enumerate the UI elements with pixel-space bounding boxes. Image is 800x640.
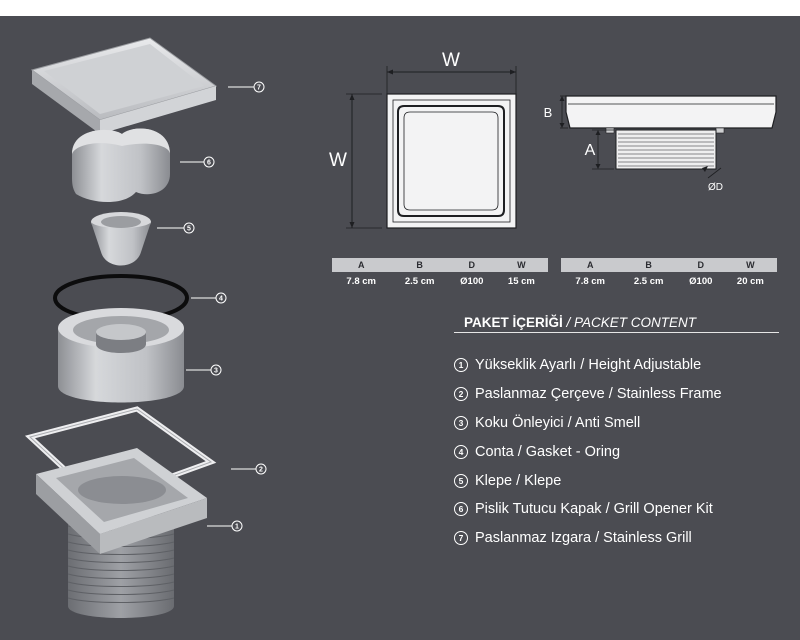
spec-table-20cm: A B D W 7.8 cm 2.5 cm Ø100 20 cm	[561, 258, 777, 287]
header-d: D	[677, 258, 724, 272]
value-a: 7.8 cm	[346, 276, 376, 287]
value-a: 7.8 cm	[575, 276, 605, 287]
callout-7: 7	[257, 85, 261, 92]
item-number-badge: 5	[454, 473, 468, 488]
value-b: 2.5 cm	[633, 276, 664, 287]
exploded-view-diagram: 7 6 5 4 3 2 1	[24, 37, 267, 618]
item-label: Paslanmaz Çerçeve / Stainless Frame	[475, 386, 722, 403]
package-title-en: / PACKET CONTENT	[566, 315, 697, 330]
product-panel: 7 6 5 4 3 2 1 W W	[0, 16, 800, 640]
callout-2: 2	[259, 467, 263, 474]
value-b: 2.5 cm	[404, 276, 435, 287]
stainless-grill-part	[30, 37, 218, 134]
diameter-label: ØD	[708, 182, 723, 193]
header-w: W	[723, 258, 777, 272]
value-w: 15 cm	[507, 276, 535, 287]
item-number-badge: 6	[454, 502, 468, 517]
flap-part	[91, 212, 151, 266]
package-title-tr: PAKET İÇERİĞİ	[464, 315, 563, 330]
item-label: Conta / Gasket - Oring	[475, 443, 621, 460]
list-item: 5 Klepe / Klepe	[454, 466, 722, 495]
value-w: 20 cm	[736, 276, 764, 287]
grill-opener-kit-part	[72, 128, 170, 202]
header-b: B	[619, 258, 678, 272]
height-adjustable-body-part	[36, 448, 207, 618]
header-a: A	[561, 258, 620, 272]
list-item: 7 Paslanmaz Izgara / Stainless Grill	[454, 524, 722, 553]
callout-6: 6	[207, 160, 211, 167]
top-view-drawing: W W	[329, 50, 517, 229]
item-number-badge: 3	[454, 415, 468, 430]
list-item: 2 Paslanmaz Çerçeve / Stainless Frame	[454, 380, 722, 409]
callout-4: 4	[219, 296, 223, 303]
item-number-badge: 2	[454, 387, 468, 402]
item-label: Paslanmaz Izgara / Stainless Grill	[475, 530, 692, 547]
item-number-badge: 7	[454, 531, 468, 546]
list-item: 3 Koku Önleyici / Anti Smell	[454, 409, 722, 438]
package-content-title: PAKET İÇERİĞİ / PACKET CONTENT	[464, 315, 696, 330]
item-label: Pislik Tutucu Kapak / Grill Opener Kit	[475, 501, 713, 518]
list-item: 4 Conta / Gasket - Oring	[454, 437, 722, 466]
header-a: A	[332, 258, 391, 272]
anti-smell-trap-part	[58, 308, 184, 403]
item-label: Klepe / Klepe	[475, 472, 562, 489]
callout-1: 1	[235, 524, 239, 531]
item-number-badge: 4	[454, 444, 468, 459]
width-label-top: W	[442, 50, 460, 71]
width-label-side: W	[329, 150, 347, 171]
item-number-badge: 1	[454, 358, 468, 373]
side-view-drawing: B A ØD	[544, 95, 777, 193]
value-d: Ø100	[689, 276, 713, 287]
header-d: D	[448, 258, 495, 272]
item-label: Koku Önleyici / Anti Smell	[475, 414, 641, 431]
list-item: 6 Pislik Tutucu Kapak / Grill Opener Kit	[454, 495, 722, 524]
list-item: 1 Yükseklik Ayarlı / Height Adjustable	[454, 351, 722, 380]
callout-5: 5	[187, 226, 191, 233]
header-w: W	[494, 258, 548, 272]
header-b: B	[390, 258, 449, 272]
title-divider	[454, 332, 779, 333]
item-label: Yükseklik Ayarlı / Height Adjustable	[475, 357, 702, 374]
spec-table-15cm: A B D W 7.8 cm 2.5 cm Ø100 15 cm	[332, 258, 548, 287]
value-d: Ø100	[460, 276, 484, 287]
body-height-label: A	[585, 142, 596, 159]
callout-3: 3	[214, 368, 218, 375]
frame-height-label: B	[544, 105, 553, 120]
